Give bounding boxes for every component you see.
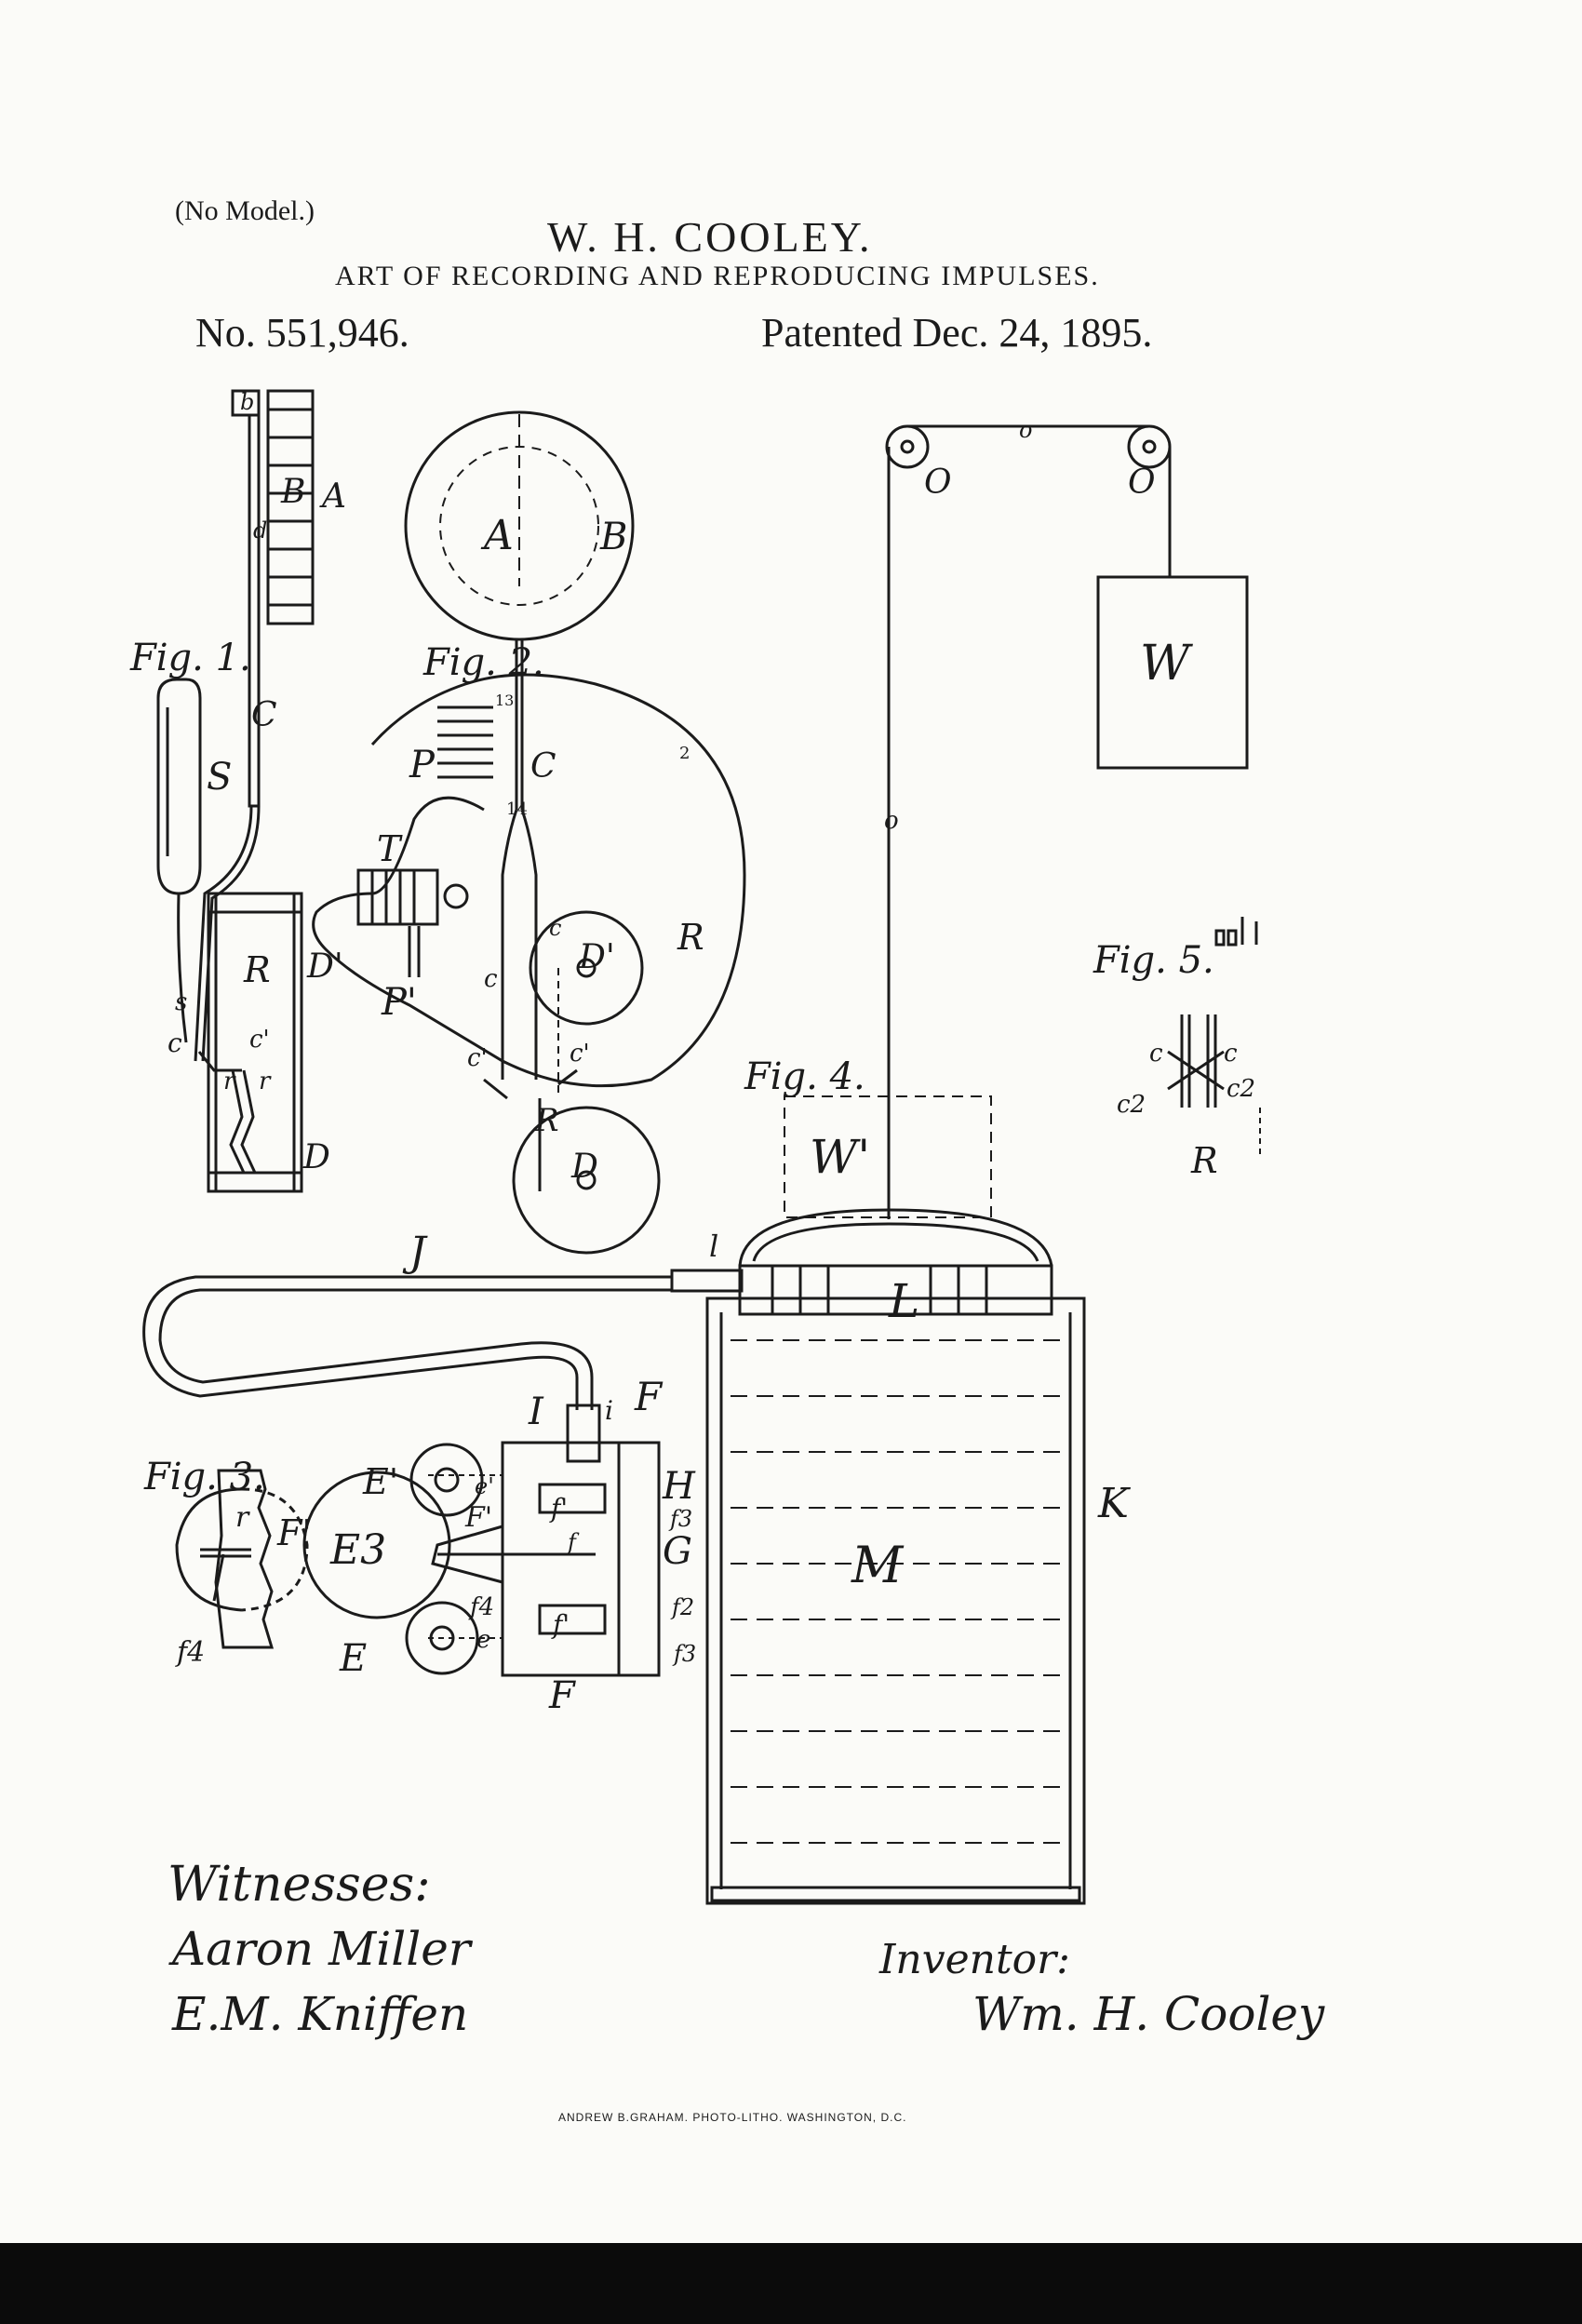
svg-text:c2: c2 bbox=[1117, 1091, 1146, 1119]
svg-text:c': c' bbox=[467, 1044, 488, 1072]
svg-text:f3: f3 bbox=[672, 1641, 696, 1667]
svg-text:e': e' bbox=[475, 1473, 494, 1499]
svg-text:r: r bbox=[259, 1068, 272, 1095]
svg-text:d: d bbox=[253, 517, 267, 544]
figure-4-tank bbox=[142, 1208, 1086, 1905]
svg-text:14: 14 bbox=[506, 799, 528, 819]
svg-text:D': D' bbox=[306, 947, 343, 986]
figure-3 bbox=[175, 1469, 309, 1649]
svg-text:2: 2 bbox=[679, 744, 690, 763]
svg-text:P: P bbox=[409, 744, 436, 786]
svg-text:O: O bbox=[924, 463, 952, 502]
fig1-label: Fig. 1. bbox=[129, 637, 251, 679]
figure-4-tank-labels: J l L I i F H E' e' E3 E e f' f3 G f2 f'… bbox=[329, 1229, 1131, 1717]
figure-2-labels: A B Fig. 2. 13 P C 2 14 T P' c c c' c' D… bbox=[377, 512, 704, 1186]
figure-4-pulleys bbox=[784, 424, 1261, 1219]
svg-text:W: W bbox=[1140, 636, 1193, 692]
figure-1-labels: Fig. 1. b B A d C S s c c' R D' D r r bbox=[129, 389, 346, 1176]
svg-text:s: s bbox=[175, 988, 187, 1016]
svg-text:B: B bbox=[280, 473, 305, 511]
svg-text:E3: E3 bbox=[329, 1526, 386, 1574]
svg-text:R: R bbox=[1190, 1140, 1218, 1181]
witness-label: Witnesses: bbox=[168, 1857, 431, 1913]
svg-text:F': F' bbox=[464, 1501, 492, 1534]
svg-text:E: E bbox=[339, 1637, 367, 1680]
figure-1 bbox=[156, 389, 315, 1193]
svg-text:o: o bbox=[1019, 417, 1032, 443]
fig2-label: Fig. 2. bbox=[422, 641, 544, 684]
svg-text:r: r bbox=[235, 1501, 250, 1534]
svg-text:r: r bbox=[223, 1068, 236, 1095]
lithographer-credit: ANDREW B.GRAHAM. PHOTO-LITHO. WASHINGTON… bbox=[558, 2111, 907, 2124]
fig3-label: Fig. 3. bbox=[143, 1456, 265, 1498]
scan-border bbox=[0, 2243, 1582, 2324]
svg-text:c: c bbox=[484, 965, 498, 993]
svg-text:D: D bbox=[302, 1138, 330, 1176]
svg-text:S: S bbox=[207, 756, 232, 799]
svg-text:K: K bbox=[1097, 1480, 1131, 1527]
svg-text:G: G bbox=[663, 1530, 692, 1573]
svg-text:o: o bbox=[884, 807, 899, 835]
svg-text:f4: f4 bbox=[468, 1593, 494, 1621]
svg-text:F: F bbox=[634, 1374, 664, 1419]
model-note: (No Model.) bbox=[175, 195, 315, 226]
svg-text:D': D' bbox=[578, 938, 615, 976]
svg-text:c': c' bbox=[249, 1026, 270, 1054]
svg-text:M: M bbox=[851, 1536, 905, 1594]
svg-text:B: B bbox=[599, 516, 627, 558]
svg-text:J: J bbox=[402, 1229, 428, 1276]
svg-text:f4: f4 bbox=[175, 1636, 205, 1669]
inventor-label: Inventor: bbox=[879, 1936, 1070, 1983]
svg-text:c: c bbox=[168, 1028, 182, 1058]
svg-text:A: A bbox=[319, 477, 346, 516]
svg-text:f3: f3 bbox=[668, 1506, 692, 1532]
svg-text:e: e bbox=[476, 1626, 490, 1654]
svg-text:c2: c2 bbox=[1227, 1075, 1255, 1103]
svg-text:W': W' bbox=[810, 1130, 870, 1184]
svg-text:c: c bbox=[1149, 1040, 1163, 1068]
svg-text:R: R bbox=[677, 917, 704, 958]
svg-text:c: c bbox=[549, 915, 561, 941]
patent-date: Patented Dec. 24, 1895. bbox=[761, 310, 1153, 356]
svg-text:H: H bbox=[662, 1465, 696, 1508]
svg-text:13: 13 bbox=[495, 692, 514, 709]
figure-2 bbox=[312, 410, 746, 1255]
svg-text:f: f bbox=[566, 1529, 580, 1555]
svg-text:F: F bbox=[548, 1674, 576, 1717]
inventor-name: W. H. COOLEY. bbox=[547, 213, 873, 261]
figure-3-labels: Fig. 3. r F' f4 bbox=[143, 1456, 312, 1669]
svg-text:R: R bbox=[534, 1102, 559, 1139]
svg-text:c: c bbox=[1224, 1040, 1238, 1068]
svg-text:O: O bbox=[1128, 463, 1156, 502]
svg-text:f2: f2 bbox=[670, 1594, 694, 1620]
svg-text:l: l bbox=[709, 1229, 718, 1264]
svg-text:E': E' bbox=[362, 1461, 398, 1502]
figure-4-5-labels: O o O W o Fig. 4. W' Fig. 5. c c c2 c2 R bbox=[744, 417, 1255, 1184]
patent-number: No. 551,946. bbox=[195, 310, 409, 356]
svg-text:C: C bbox=[530, 747, 556, 786]
svg-text:I: I bbox=[528, 1390, 544, 1433]
patent-drawing: Fig. 1. b B A d C S s c c' R D' D r r bbox=[129, 389, 1261, 1905]
svg-text:A: A bbox=[480, 512, 514, 559]
witness-signature-1: Aaron Miller bbox=[172, 1922, 471, 1976]
figure-5 bbox=[1167, 1014, 1225, 1108]
fig5-label: Fig. 5. bbox=[1093, 939, 1214, 982]
svg-text:L: L bbox=[888, 1274, 919, 1328]
svg-text:i: i bbox=[605, 1395, 613, 1426]
svg-text:f': f' bbox=[551, 1609, 570, 1640]
svg-text:D: D bbox=[570, 1148, 598, 1186]
patent-title: ART OF RECORDING AND REPRODUCING IMPULSE… bbox=[335, 261, 1100, 291]
witness-signature-2: E.M. Kniffen bbox=[172, 1987, 469, 2041]
inventor-signature: Wm. H. Cooley bbox=[972, 1987, 1325, 2041]
svg-text:c': c' bbox=[570, 1040, 590, 1068]
fig4-label: Fig. 4. bbox=[744, 1055, 865, 1098]
svg-text:P': P' bbox=[381, 981, 417, 1024]
svg-text:C: C bbox=[251, 696, 277, 734]
svg-text:b: b bbox=[240, 389, 254, 415]
svg-text:f': f' bbox=[549, 1493, 568, 1524]
svg-text:T: T bbox=[377, 828, 403, 869]
svg-text:R: R bbox=[243, 949, 271, 990]
